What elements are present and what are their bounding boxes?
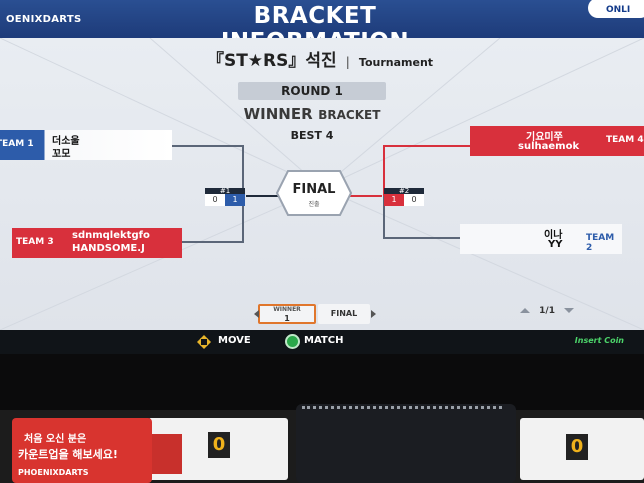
pager: 1/1: [520, 306, 575, 316]
team-tag: TEAM 4: [606, 135, 644, 145]
winner-nav-button[interactable]: WINNER 1: [258, 304, 316, 324]
tournament-kind: Tournament: [358, 56, 434, 69]
panel-card: 0: [148, 418, 288, 480]
panel-card-red-block: [152, 434, 182, 474]
match-1-score[interactable]: #1 0 1: [205, 188, 245, 206]
final-label: FINAL: [292, 182, 336, 197]
player-name: 기요미쭈: [526, 132, 563, 143]
chevron-left-icon[interactable]: [254, 310, 259, 318]
winner-word: WINNER: [243, 105, 313, 123]
team-card-4[interactable]: 기요미쭈 sulhaemok TEAM 4: [470, 126, 644, 156]
bracket-type: WINNER BRACKET: [220, 104, 404, 123]
page-down-icon[interactable]: [564, 308, 575, 313]
online-badge: ONLI: [588, 0, 644, 18]
brand-logo: OENIXDARTS: [6, 14, 82, 25]
panel-card-right: 0: [520, 418, 644, 480]
panel-digit: 0: [208, 432, 230, 458]
match-number: #2: [384, 188, 424, 195]
panel-digit-right: 0: [566, 434, 588, 460]
match-label: MATCH: [304, 335, 344, 346]
team-card-1[interactable]: TEAM 1 더소울 꼬모: [0, 130, 172, 160]
player-name: HANDSOME.J: [72, 243, 145, 254]
team-card-2[interactable]: 이나 YY TEAM 2: [460, 224, 622, 254]
score-right: 0: [404, 194, 424, 206]
bracket-screen: 『ST★RS』석진 | Tournament ROUND 1 WINNER BR…: [0, 38, 644, 330]
match-number: #1: [205, 188, 245, 195]
notebook-spiral: [302, 406, 502, 414]
team-tag: TEAM 3: [16, 237, 54, 247]
player-name: 이나: [544, 230, 563, 241]
team-card-3[interactable]: TEAM 3 sdnmqlektgfo HANDSOME.J: [12, 228, 182, 258]
header-bar: OENIXDARTS BRACKET INFORMATION ONLI: [0, 0, 644, 55]
round-label: ROUND 1: [238, 82, 386, 100]
control-bar: MOVE MATCH Insert Coin: [0, 330, 644, 354]
tournament-separator: |: [345, 55, 350, 69]
promo-line-2: 카운트업을 해보세요!: [18, 448, 118, 461]
player-name: 더소울: [52, 136, 80, 147]
winner-nav-label: WINNER: [273, 306, 301, 313]
team-tag: TEAM 1: [0, 139, 34, 149]
move-label: MOVE: [218, 335, 251, 346]
match-button-icon[interactable]: [285, 334, 300, 349]
page-up-icon[interactable]: [520, 308, 530, 313]
chevron-right-icon[interactable]: [371, 310, 376, 318]
promo-logo: PHOENIXDARTS: [18, 468, 89, 477]
final-node[interactable]: FINAL 진출: [276, 170, 352, 216]
page-indicator: 1/1: [539, 306, 555, 316]
dpad-icon: [197, 335, 211, 349]
notebook-object: [296, 404, 516, 483]
tournament-heading: 『ST★RS』석진 | Tournament: [200, 46, 440, 71]
player-name: 꼬모: [52, 149, 71, 160]
final-nav-button[interactable]: FINAL: [318, 304, 370, 324]
player-name: YY: [548, 239, 563, 250]
tournament-name: 『ST★RS』석진: [206, 51, 337, 71]
score-left: 1: [384, 194, 404, 206]
player-name: sdnmqlektgfo: [72, 230, 150, 241]
promo-sticker: 처음 오신 분은 카운트업을 해보세요! PHOENIXDARTS: [12, 418, 152, 483]
score-right: 1: [225, 194, 245, 206]
team-tag: TEAM 2: [586, 233, 615, 253]
final-sub: 진출: [308, 201, 320, 208]
player-name: sulhaemok: [518, 141, 580, 152]
best-of-label: BEST 4: [290, 129, 334, 142]
winner-nav-number: 1: [284, 314, 290, 323]
score-left: 0: [205, 194, 225, 206]
final-hexagon: [276, 170, 352, 216]
promo-line-1: 처음 오신 분은: [24, 434, 87, 445]
bracket-word: BRACKET: [318, 108, 381, 122]
match-2-score[interactable]: #2 1 0: [384, 188, 424, 206]
insert-coin-label: Insert Coin: [574, 336, 624, 345]
